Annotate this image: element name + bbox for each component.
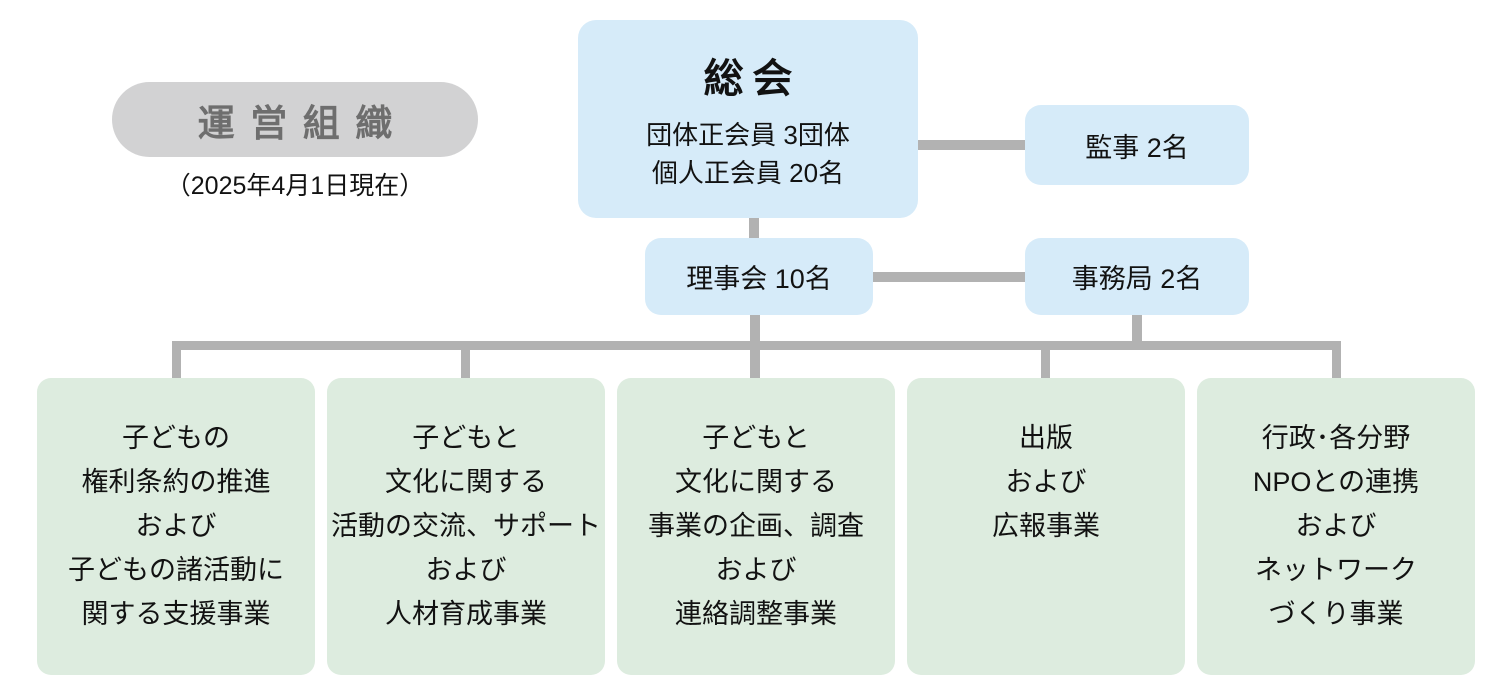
department-box-planning-research: 子どもと文化に関する事業の企画、調査および連絡調整事業 (617, 378, 895, 675)
connector-drop-dept-5 (1332, 341, 1341, 379)
general-assembly-membership: 団体正会員 3団体個人正会員 20名 (646, 120, 850, 188)
connector-assembly-board (749, 216, 759, 240)
auditor-box: 監事 2名 (1025, 105, 1249, 185)
secretariat-box: 事務局 2名 (1025, 238, 1249, 315)
date-note: （2025年4月1日現在） (165, 172, 425, 200)
connector-drop-dept-2 (461, 341, 470, 379)
connector-drop-dept-4 (1041, 341, 1050, 379)
connector-drop-dept-1 (172, 341, 181, 379)
org-title-badge: 運営組織 (112, 82, 478, 157)
connector-assembly-auditor (916, 140, 1026, 150)
department-box-rights-support: 子どもの権利条約の推進および子どもの諸活動に関する支援事業 (37, 378, 315, 675)
general-assembly-box: 総会 団体正会員 3団体個人正会員 20名 (578, 20, 918, 218)
connector-board-drop-dept-3 (750, 314, 760, 379)
department-box-exchange-training: 子どもと文化に関する活動の交流、サポートおよび人材育成事業 (327, 378, 605, 675)
general-assembly-title: 総会 (703, 57, 802, 101)
department-box-publishing-pr: 出版および広報事業 (907, 378, 1185, 675)
board-box: 理事会 10名 (645, 238, 873, 315)
connector-board-secretariat (871, 272, 1027, 282)
connector-secretariat-trunk (1132, 313, 1142, 345)
